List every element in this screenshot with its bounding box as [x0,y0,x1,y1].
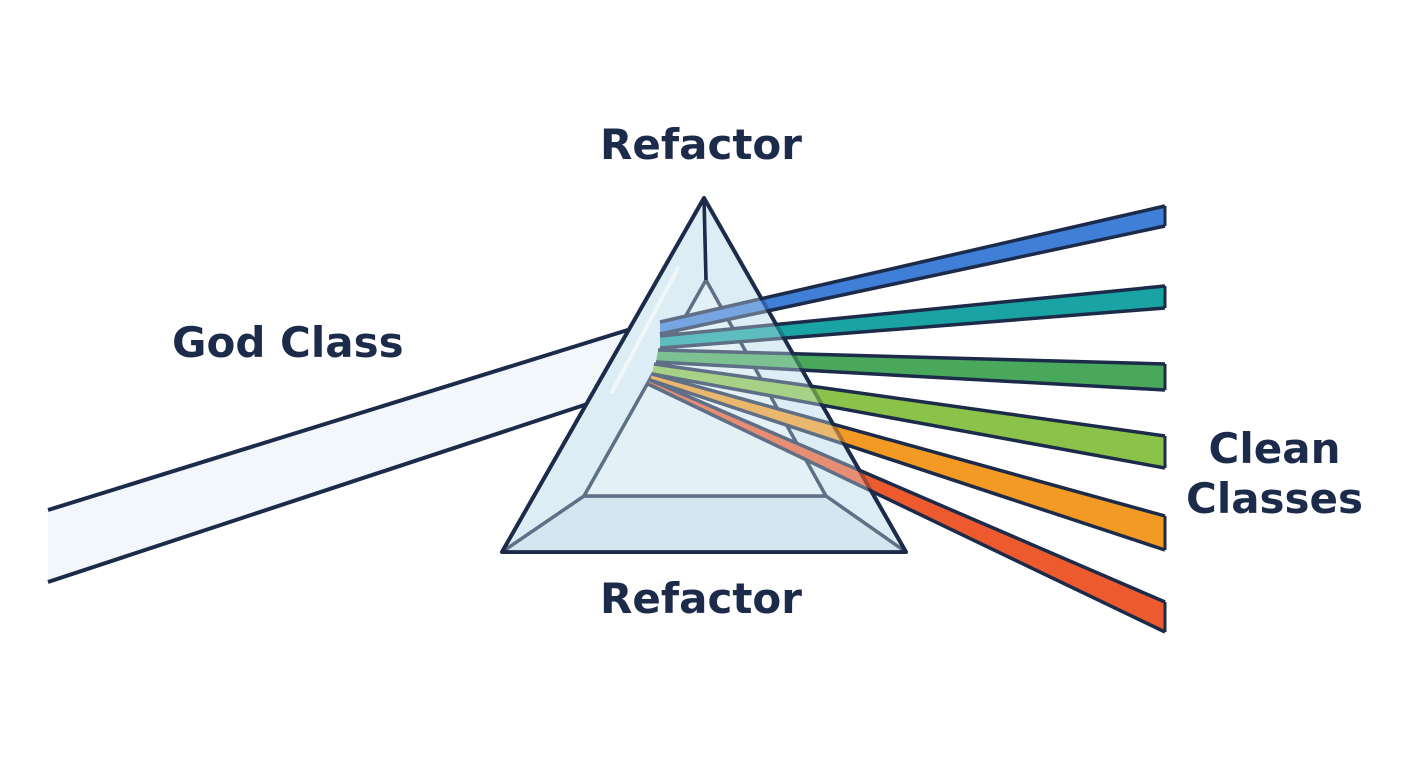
god-class-label: God Class [172,318,404,367]
output-beam-1 [659,204,1167,336]
refactor-label-bottom: Refactor [600,574,802,623]
clean-classes-line-1: Clean [1208,424,1341,473]
clean-classes-label: Clean Classes [1186,424,1363,525]
prism-glass-overlay [500,196,908,554]
clean-classes-line-2: Classes [1186,474,1364,524]
output-beam-6 [647,378,1167,634]
refactor-label-top: Refactor [600,120,802,169]
output-beam-3 [655,348,1167,392]
output-beam-4 [651,362,1167,470]
output-beams [647,204,1167,634]
input-beam [47,318,661,584]
output-beam-5 [649,372,1167,552]
output-beam-2 [659,284,1167,350]
